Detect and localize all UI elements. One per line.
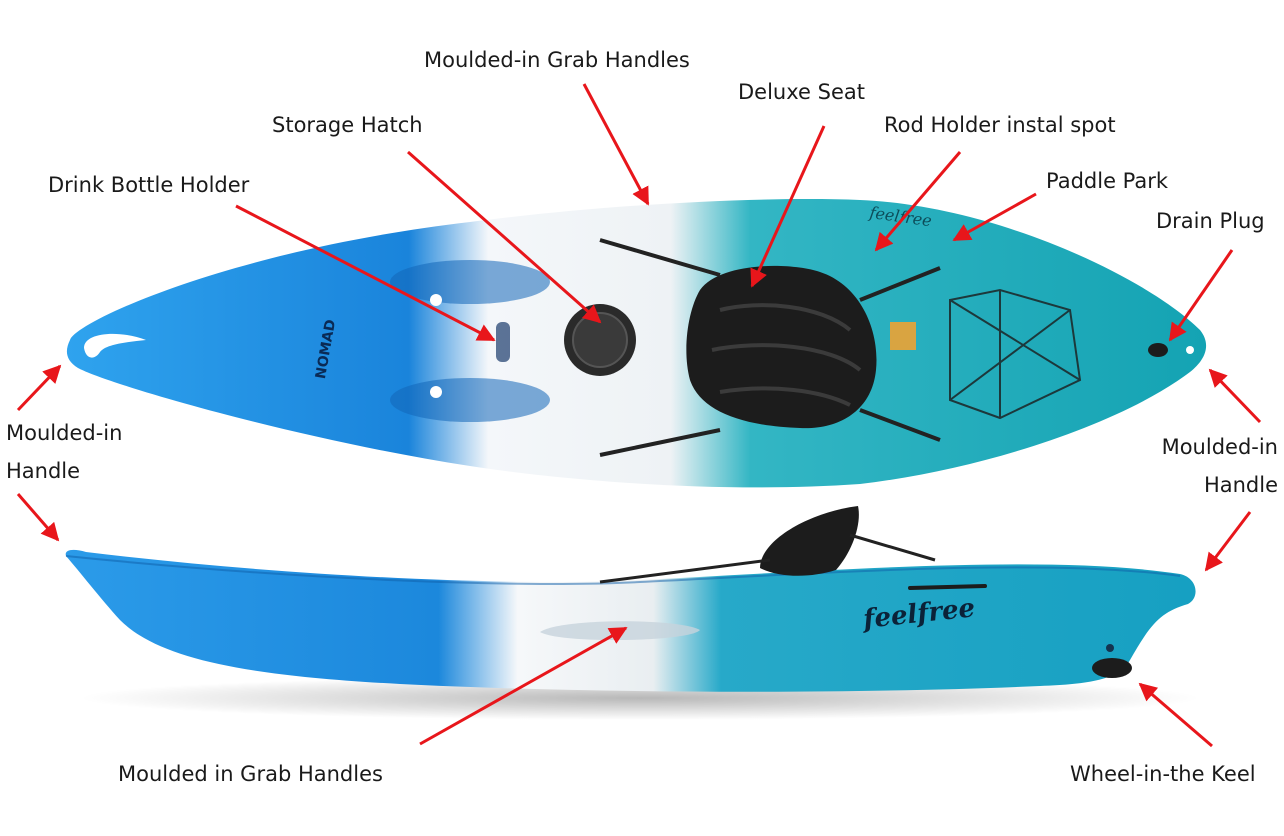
footwell-upper	[390, 260, 550, 304]
side-seat	[760, 506, 859, 576]
label-deluxe-seat: Deluxe Seat	[738, 80, 865, 104]
arrow-handle-right-down	[1204, 511, 1252, 572]
label-wheel-keel: Wheel-in-the Keel	[1070, 762, 1256, 786]
arrow-handle-left-up	[16, 364, 62, 412]
arrow-drink-bottle	[235, 204, 496, 342]
label-handle-right: Moulded-in Handle	[1162, 428, 1278, 504]
drink-bottle-holder	[496, 322, 510, 362]
arrow-storage-hatch	[407, 150, 602, 324]
arrow-drain-plug	[1168, 249, 1234, 342]
arrow-handle-left-down	[16, 493, 60, 542]
keel-wheel	[1092, 658, 1132, 678]
label-handle-left-line1: Moulded-in	[6, 421, 123, 445]
arrow-wheel-keel	[1138, 682, 1213, 748]
label-handle-right-line1: Moulded-in	[1161, 435, 1278, 459]
arrow-grab-handles-top	[582, 83, 650, 206]
callout-arrows	[16, 83, 1262, 748]
label-drink-bottle: Drink Bottle Holder	[48, 173, 250, 197]
arrow-deluxe-seat	[750, 125, 826, 288]
label-rod-holder: Rod Holder instal spot	[884, 113, 1116, 137]
kayak-top-view: NOMAD feelfree	[66, 199, 1207, 488]
bow-handle-hole	[84, 333, 146, 358]
top-hull	[66, 199, 1207, 488]
label-handle-left-line2: Handle	[6, 459, 81, 483]
arrow-rod-holder	[874, 151, 962, 252]
kayak-side-view: feelfree	[65, 506, 1200, 720]
label-drain-plug: Drain Plug	[1156, 209, 1265, 233]
footwell-lower	[390, 378, 550, 422]
drain-plug	[1148, 343, 1168, 357]
arrow-handle-right-up	[1208, 368, 1262, 424]
label-handle-left: Moulded-in Handle	[6, 414, 122, 490]
label-grab-handles-top: Moulded-in Grab Handles	[424, 48, 690, 72]
side-hull	[65, 549, 1196, 692]
label-handle-right-line2: Handle	[1203, 473, 1278, 497]
label-storage-hatch: Storage Hatch	[272, 113, 423, 137]
arrow-grab-handles-bottom	[419, 626, 628, 746]
label-paddle-park: Paddle Park	[1046, 169, 1169, 193]
arrow-paddle-park	[952, 192, 1037, 242]
label-grab-handles-bottom: Moulded in Grab Handles	[118, 762, 383, 786]
